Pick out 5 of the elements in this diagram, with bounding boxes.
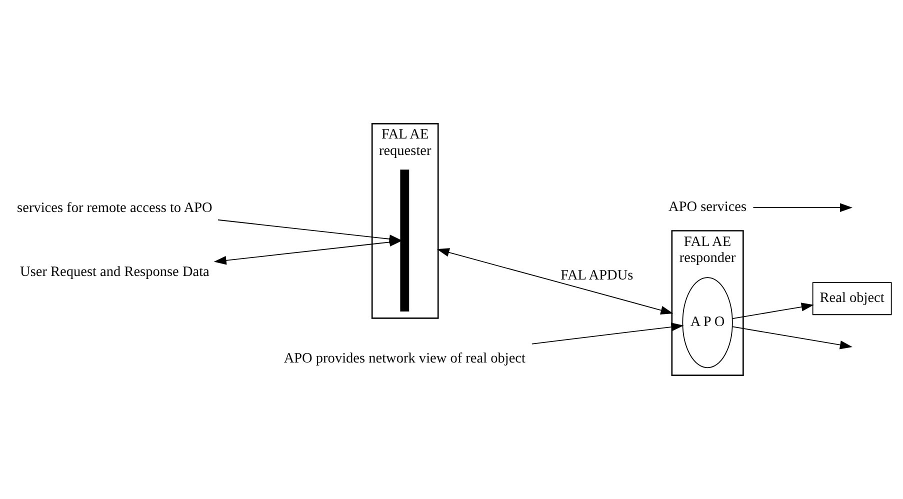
node-text: User Request and Response Data (20, 264, 210, 280)
node-text: APO provides network view of real object (284, 350, 526, 367)
edge-label: FAL APDUs (560, 268, 634, 284)
node-text: APO services (668, 198, 747, 215)
node-text: services for remote access to APO (17, 200, 212, 216)
